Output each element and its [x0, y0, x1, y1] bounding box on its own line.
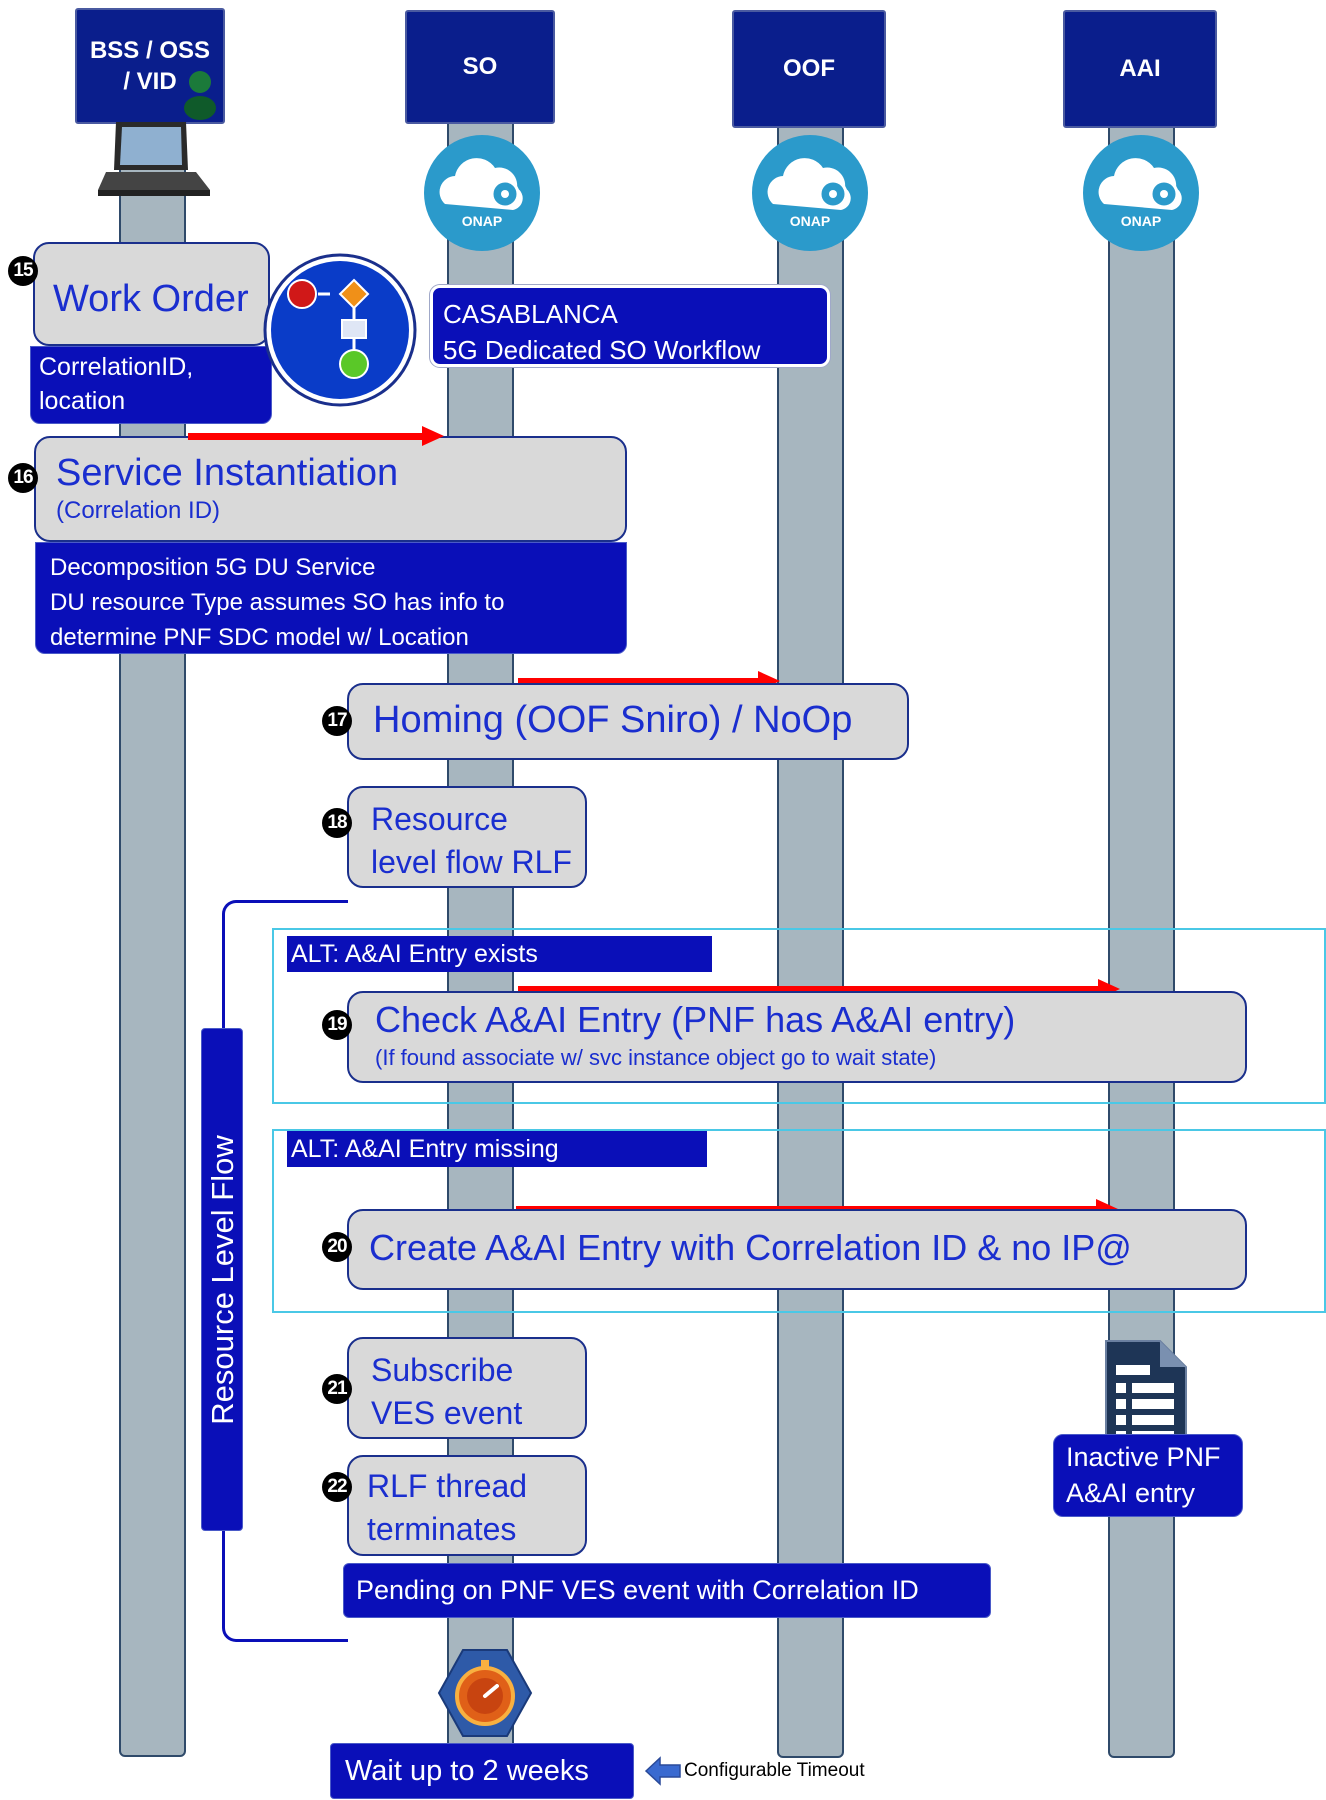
decomp-line3: determine PNF SDC model w/ Location — [50, 623, 469, 651]
lane-header-so-label: SO — [462, 53, 498, 81]
lane-header-bss-label: BSS / OSS / VID — [89, 36, 211, 95]
step-17-badge: 17 — [322, 706, 352, 736]
inactive-line2: A&AI entry — [1066, 1478, 1196, 1509]
lane-header-oof: OOF — [732, 10, 886, 128]
onap-logo-so: ONAP — [423, 134, 541, 252]
arrow-bss-to-so — [188, 426, 444, 446]
check-aai-box: Check A&AI Entry (PNF has A&AI entry) (I… — [347, 991, 1247, 1083]
left-arrow-icon — [644, 1756, 682, 1786]
subscribe-line2: VES event — [371, 1395, 523, 1432]
pending-note: Pending on PNF VES event with Correlatio… — [343, 1563, 991, 1618]
inactive-pnf-note: Inactive PNF A&AI entry — [1053, 1434, 1243, 1517]
workflow-icon — [262, 252, 418, 408]
rlf-line2: level flow RLF — [371, 844, 572, 881]
pending-text: Pending on PNF VES event with Correlatio… — [356, 1575, 919, 1605]
create-aai-title: Create A&AI Entry with Correlation ID & … — [369, 1227, 1132, 1268]
service-instantiation-box: Service Instantiation (Correlation ID) — [34, 436, 627, 542]
lane-header-so: SO — [405, 10, 555, 124]
service-instantiation-title: Service Instantiation — [56, 452, 399, 494]
timeout-label: Configurable Timeout — [684, 1760, 865, 1781]
casablanca-line1: CASABLANCA — [443, 299, 618, 329]
rlf-line1: Resource — [371, 801, 508, 837]
service-instantiation-sub: (Correlation ID) — [56, 497, 221, 524]
step-19-badge: 19 — [322, 1010, 352, 1040]
onap-logo-text: ONAP — [462, 213, 502, 229]
alt-frame-missing — [272, 1129, 1326, 1313]
alt-label-exists: ALT: A&AI Entry exists — [287, 936, 712, 972]
lane-header-aai-label: AAI — [1119, 55, 1161, 83]
rlf-vertical-text: Resource Level Flow — [205, 1135, 240, 1425]
alt-label-missing: ALT: A&AI Entry missing — [287, 1131, 707, 1167]
step-15-badge: 15 — [8, 256, 38, 286]
wait-text: Wait up to 2 weeks — [345, 1755, 589, 1787]
onap-logo-text: ONAP — [1121, 213, 1161, 229]
laptop-icon — [96, 118, 212, 198]
lifeline-oof — [777, 118, 844, 1758]
inactive-line1: Inactive PNF — [1066, 1442, 1221, 1472]
step-21-badge: 21 — [322, 1374, 352, 1404]
onap-logo-text: ONAP — [790, 213, 830, 229]
rlf-terminates-box: RLF thread terminates — [347, 1455, 587, 1556]
decomp-line1: Decomposition 5G DU Service — [50, 554, 376, 581]
user-icon — [182, 68, 218, 120]
check-aai-sub: (If found associate w/ svc instance obje… — [375, 1045, 937, 1070]
onap-logo-aai: ONAP — [1082, 134, 1200, 252]
rlf-vertical-label: Resource Level Flow — [201, 1028, 243, 1531]
work-order-note-text: CorrelationID, location — [39, 353, 194, 415]
subscribe-line1: Subscribe — [371, 1352, 514, 1388]
casablanca-line2: 5G Dedicated SO Workflow — [443, 335, 761, 366]
terminate-line2: terminates — [367, 1511, 517, 1548]
step-16-badge: 16 — [8, 463, 38, 493]
onap-logo-oof: ONAP — [751, 134, 869, 252]
step-20-badge: 20 — [322, 1232, 352, 1262]
check-aai-title: Check A&AI Entry (PNF has A&AI entry) — [375, 999, 1016, 1040]
alt-frame-exists — [272, 928, 1326, 1104]
decomp-line2: DU resource Type assumes SO has info to — [50, 588, 505, 616]
wait-note: Wait up to 2 weeks — [330, 1743, 634, 1799]
create-aai-box: Create A&AI Entry with Correlation ID & … — [347, 1209, 1247, 1290]
work-order-title: Work Order — [53, 278, 249, 320]
terminate-line1: RLF thread — [367, 1468, 528, 1504]
timer-icon — [437, 1648, 533, 1738]
subscribe-ves-box: Subscribe VES event — [347, 1337, 587, 1439]
casablanca-note: CASABLANCA 5G Dedicated SO Workflow — [430, 285, 830, 367]
homing-box: Homing (OOF Sniro) / NoOp — [347, 683, 909, 760]
work-order-box: Work Order — [33, 242, 270, 346]
step-22-badge: 22 — [322, 1472, 352, 1502]
homing-title: Homing (OOF Sniro) / NoOp — [373, 699, 853, 741]
resource-level-flow-box: Resource level flow RLF — [347, 786, 587, 888]
lane-header-aai: AAI — [1063, 10, 1217, 128]
work-order-note: CorrelationID, location — [30, 346, 272, 424]
step-18-badge: 18 — [322, 808, 352, 838]
lane-header-oof-label: OOF — [783, 55, 835, 83]
decomposition-note: Decomposition 5G DU Service DU resource … — [35, 542, 627, 654]
